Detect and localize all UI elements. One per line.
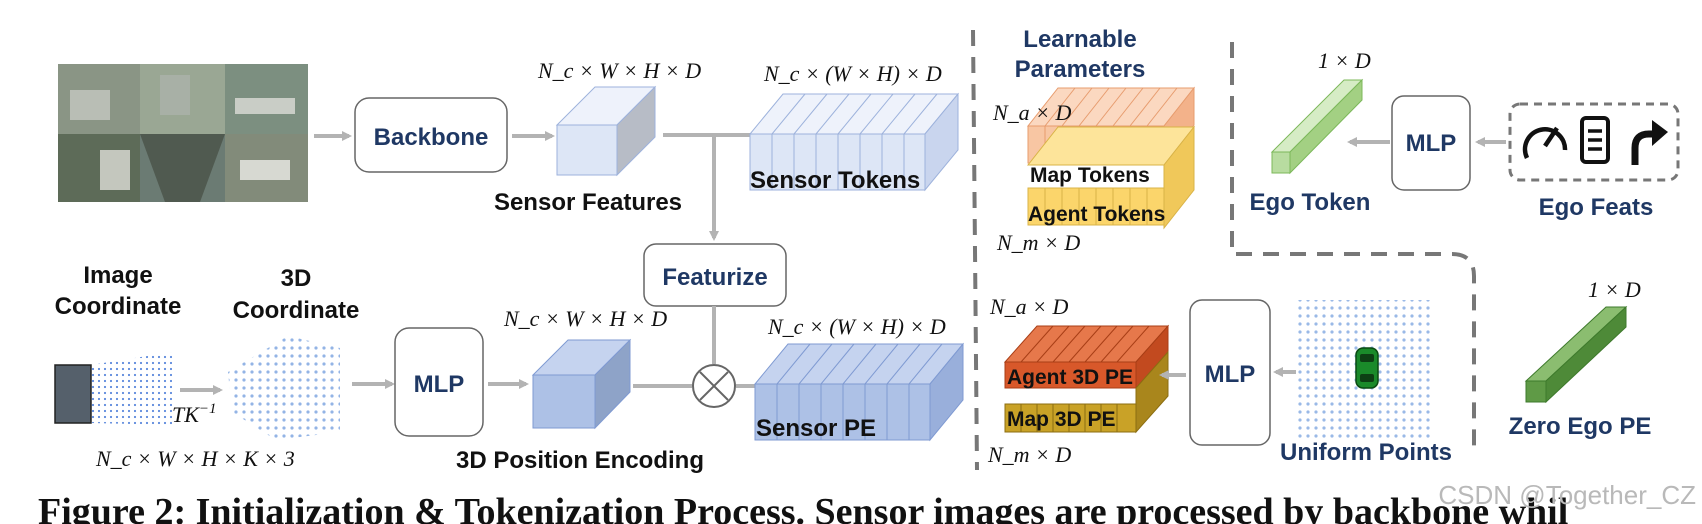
watermark: CSDN @Together_CZ: [1438, 480, 1696, 510]
learnable-label-2: Parameters: [1015, 56, 1146, 83]
backbone-label: Backbone: [374, 124, 489, 151]
na-top-dim: N_a × D: [992, 100, 1072, 125]
na-bottom-dim: N_a × D: [989, 294, 1069, 319]
zero-ego-pe-label: Zero Ego PE: [1509, 413, 1652, 440]
turn-arrow-icon: [1631, 120, 1668, 165]
uniform-points-label: Uniform Points: [1280, 439, 1452, 466]
camera-images: [58, 64, 308, 202]
tk-inverse: TK−1: [172, 401, 217, 427]
coord3d-pointcloud: [228, 336, 340, 440]
ego-bracket-dashed: [1230, 42, 1476, 455]
ego-feats-box: [1508, 102, 1680, 182]
learnable-label-1: Learnable: [1023, 26, 1136, 53]
backbone-block: Backbone: [354, 97, 508, 173]
mlp-ego-block: MLP: [1391, 95, 1471, 191]
featurize-label: Featurize: [662, 264, 767, 291]
featurize-block: Featurize: [643, 243, 787, 307]
image-coordinate-label-2: Coordinate: [55, 293, 182, 320]
ego-token-dim: 1 × D: [1318, 48, 1371, 73]
agent-3d-pe-label: Agent 3D PE: [1007, 366, 1133, 389]
position-encoding-label: 3D Position Encoding: [456, 447, 704, 474]
sensor-pe-slab: [753, 342, 965, 442]
agent-tokens-label: Agent Tokens: [1028, 203, 1165, 226]
image-frustum: [54, 352, 172, 425]
image-coordinate-label-1: Image: [83, 262, 152, 289]
caption-fragment: Figure 2: Initialization & Tokenization …: [38, 491, 1568, 524]
ego-feats-label: Ego Feats: [1539, 194, 1654, 221]
nm-top-dim: N_m × D: [996, 230, 1080, 255]
separator-dashed: [971, 29, 979, 471]
sensor-pe-dim: N_c × (W × H) × D: [767, 314, 946, 339]
ego-token-bar: [1270, 78, 1364, 175]
sensor-pe-label: Sensor PE: [756, 415, 876, 442]
ego-token-label: Ego Token: [1250, 189, 1371, 216]
sensor-features-label: Sensor Features: [494, 189, 682, 216]
map-3d-pe-label: Map 3D PE: [1007, 408, 1116, 431]
uniform-points-grid: [1298, 300, 1434, 440]
zero-ego-pe-bar: [1524, 305, 1628, 404]
sensor-features-dim: N_c × W × H × D: [537, 58, 701, 83]
map-tokens-label: Map Tokens: [1030, 164, 1150, 187]
sensor-tokens-slab: [748, 92, 960, 192]
pe-cube: [531, 338, 632, 430]
multiply-icon: [692, 364, 736, 408]
sensor-tokens-label: Sensor Tokens: [750, 167, 920, 194]
sensor-tokens-dim: N_c × (W × H) × D: [763, 61, 942, 86]
pe-features-dim: N_c × W × H × D: [503, 306, 667, 331]
coord3d-label-2: Coordinate: [233, 297, 360, 324]
sensor-features-cube: [555, 85, 657, 177]
mlp-left-label: MLP: [414, 371, 465, 398]
nm-bottom-dim: N_m × D: [987, 442, 1071, 467]
mlp-left-block: MLP: [394, 327, 484, 437]
zero-ego-dim: 1 × D: [1588, 277, 1641, 302]
coord3d-label-1: 3D: [281, 265, 312, 292]
mlp-mid-block: MLP: [1189, 299, 1271, 446]
coord-dim: N_c × W × H × K × 3: [95, 446, 295, 471]
agent-tokens-slab: [1026, 125, 1196, 230]
mlp-ego-label: MLP: [1406, 130, 1457, 157]
speedometer-icon: [1522, 126, 1568, 159]
car-icon: [1355, 347, 1379, 389]
checklist-icon: [1580, 116, 1610, 164]
mlp-mid-label: MLP: [1205, 361, 1256, 388]
